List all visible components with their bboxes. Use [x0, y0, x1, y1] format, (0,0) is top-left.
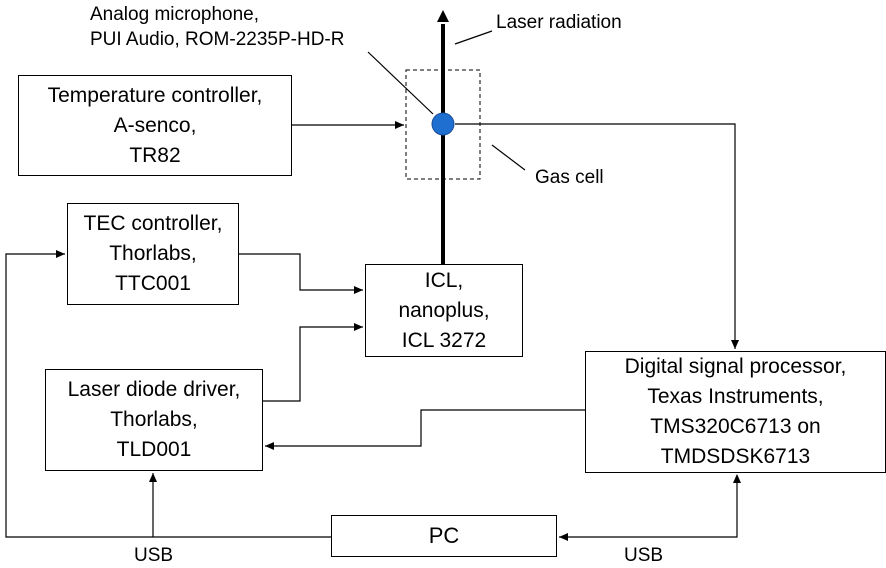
- tec-controller-block: TEC controller, Thorlabs, TTC001: [67, 203, 239, 305]
- dsp-line-3: TMS320C6713 on: [650, 415, 821, 438]
- arrow-ldd-to-icl: [263, 323, 363, 402]
- gas-cell-label: Gas cell: [535, 167, 604, 188]
- usb-right-label: USB: [624, 545, 664, 566]
- arrow-dsp-pc-up-head: [733, 474, 741, 483]
- laser-diode-driver-line-2: Thorlabs,: [110, 408, 198, 431]
- arrow-dsp-to-ldd: [265, 409, 585, 450]
- laser-radiation-label: Laser radiation: [496, 12, 622, 33]
- dsp-line-2: Texas Instruments,: [647, 385, 824, 408]
- temperature-controller-line-2: A-senco,: [113, 113, 197, 137]
- arrow-mic-to-dsp: [455, 123, 739, 349]
- arrow-pc-to-tec: [5, 250, 331, 538]
- temperature-controller-line-1: Temperature controller,: [47, 83, 263, 107]
- dsp-line-4: TMDSDSK6713: [660, 445, 811, 468]
- icl-block: ICL, nanoplus, ICL 3272: [365, 264, 523, 357]
- icl-line-1: ICL,: [424, 268, 464, 292]
- arrow-dsp-pc: [559, 475, 738, 541]
- dsp-block: Digital signal processor, Texas Instrume…: [585, 351, 886, 473]
- tec-controller-line-1: TEC controller,: [83, 212, 223, 235]
- temperature-controller-block: Temperature controller, A-senco, TR82: [18, 75, 292, 176]
- laser-diode-driver-line-1: Laser diode driver,: [67, 378, 241, 401]
- laser-diode-driver-block: Laser diode driver, Thorlabs, TLD001: [45, 369, 263, 471]
- pc-label: PC: [428, 523, 460, 548]
- icl-line-3: ICL 3272: [401, 328, 487, 352]
- temperature-controller-line-3: TR82: [129, 143, 181, 167]
- tec-controller-line-2: Thorlabs,: [109, 242, 197, 265]
- laser-diode-driver-line-3: TLD001: [116, 438, 192, 461]
- microphone-label: Analog microphone, PUI Audio, ROM-2235P-…: [90, 2, 344, 52]
- microphone-dot: [431, 112, 455, 136]
- laser-label-leader: [454, 30, 493, 45]
- arrow-tec-to-icl: [239, 253, 363, 294]
- pc-block: PC: [331, 515, 557, 557]
- microphone-label-line-1: Analog microphone,: [90, 4, 259, 25]
- laser-beam-arrowhead: [437, 10, 449, 22]
- gas-cell-label-leader: [491, 144, 526, 171]
- dsp-line-1: Digital signal processor,: [624, 355, 847, 378]
- usb-left-label: USB: [134, 545, 174, 566]
- microphone-label-line-2: PUI Audio, ROM-2235P-HD-R: [90, 29, 345, 50]
- icl-line-2: nanoplus,: [398, 298, 490, 322]
- microphone-label-leader: [367, 51, 434, 115]
- tec-controller-line-3: TTC001: [115, 272, 191, 295]
